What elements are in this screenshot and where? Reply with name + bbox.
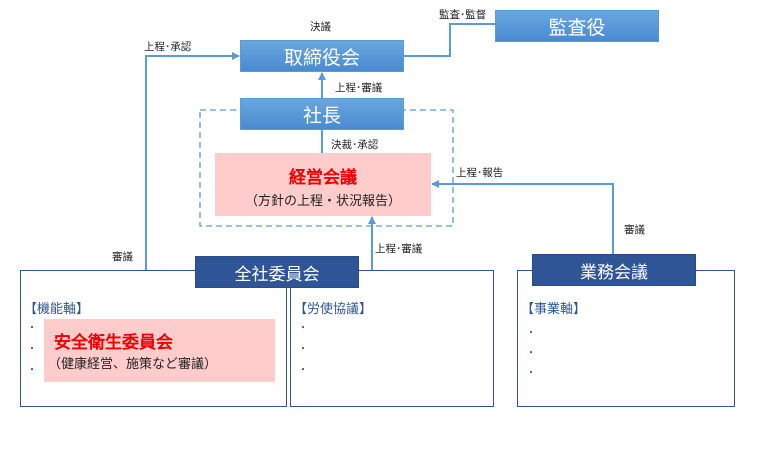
safety-committee-node[interactable]: 安全衛生委員会 （健康経営、施策など審議）	[44, 319, 275, 382]
business-axis-bullet: ・	[526, 368, 536, 379]
function-axis-bullet: ・	[27, 365, 37, 376]
board-of-directors-node[interactable]: 取締役会	[240, 40, 404, 72]
label-submit-deliberate-mgmt: 上程･審議	[375, 243, 423, 255]
business-meeting-node[interactable]: 業務会議	[532, 254, 696, 286]
labor-council-title: 【労使協議】	[294, 302, 373, 317]
connector-committee-to-board	[145, 52, 240, 271]
labor-council-group	[290, 270, 494, 407]
label-audit-supervise: 監査･監督	[439, 9, 487, 21]
label-submit-approve: 上程･承認	[144, 41, 192, 53]
safety-committee-subtitle: （健康経営、施策など審議）	[48, 357, 218, 372]
function-axis-bullet: ・	[27, 323, 37, 334]
management-group-dashed-box	[199, 109, 454, 227]
business-axis-bullet: ・	[526, 348, 536, 359]
label-deliberate-business: 審議	[624, 224, 645, 236]
function-axis-bullet: ・	[27, 344, 37, 355]
safety-committee-title: 安全衛生委員会	[54, 333, 173, 353]
labor-council-bullet: ・	[298, 344, 308, 355]
auditor-node[interactable]: 監査役	[495, 10, 659, 42]
label-submit-report: 上程･報告	[456, 167, 504, 179]
label-submit-deliberate-board: 上程･審議	[335, 82, 383, 94]
president-node[interactable]: 社長	[240, 98, 404, 130]
connector-business-to-management	[431, 180, 614, 254]
business-axis-title: 【事業軸】	[521, 302, 587, 317]
management-meeting-title: 経営会議	[289, 168, 357, 188]
label-board-resolution: 決議	[310, 21, 331, 33]
business-axis-bullet: ・	[526, 328, 536, 339]
business-axis-group	[517, 270, 735, 407]
function-axis-title: 【機能軸】	[24, 302, 90, 317]
company-committee-node[interactable]: 全社委員会	[195, 256, 359, 288]
label-deliberate-committee: 審議	[112, 251, 133, 263]
connector-board-to-auditor	[404, 23, 495, 57]
labor-council-bullet: ・	[298, 365, 308, 376]
management-meeting-node[interactable]: 経営会議 （方針の上程・状況報告）	[215, 153, 431, 216]
labor-council-bullet: ・	[298, 323, 308, 334]
label-decide-approve: 決裁･承認	[331, 139, 379, 151]
management-meeting-subtitle: （方針の上程・状況報告）	[244, 194, 401, 209]
